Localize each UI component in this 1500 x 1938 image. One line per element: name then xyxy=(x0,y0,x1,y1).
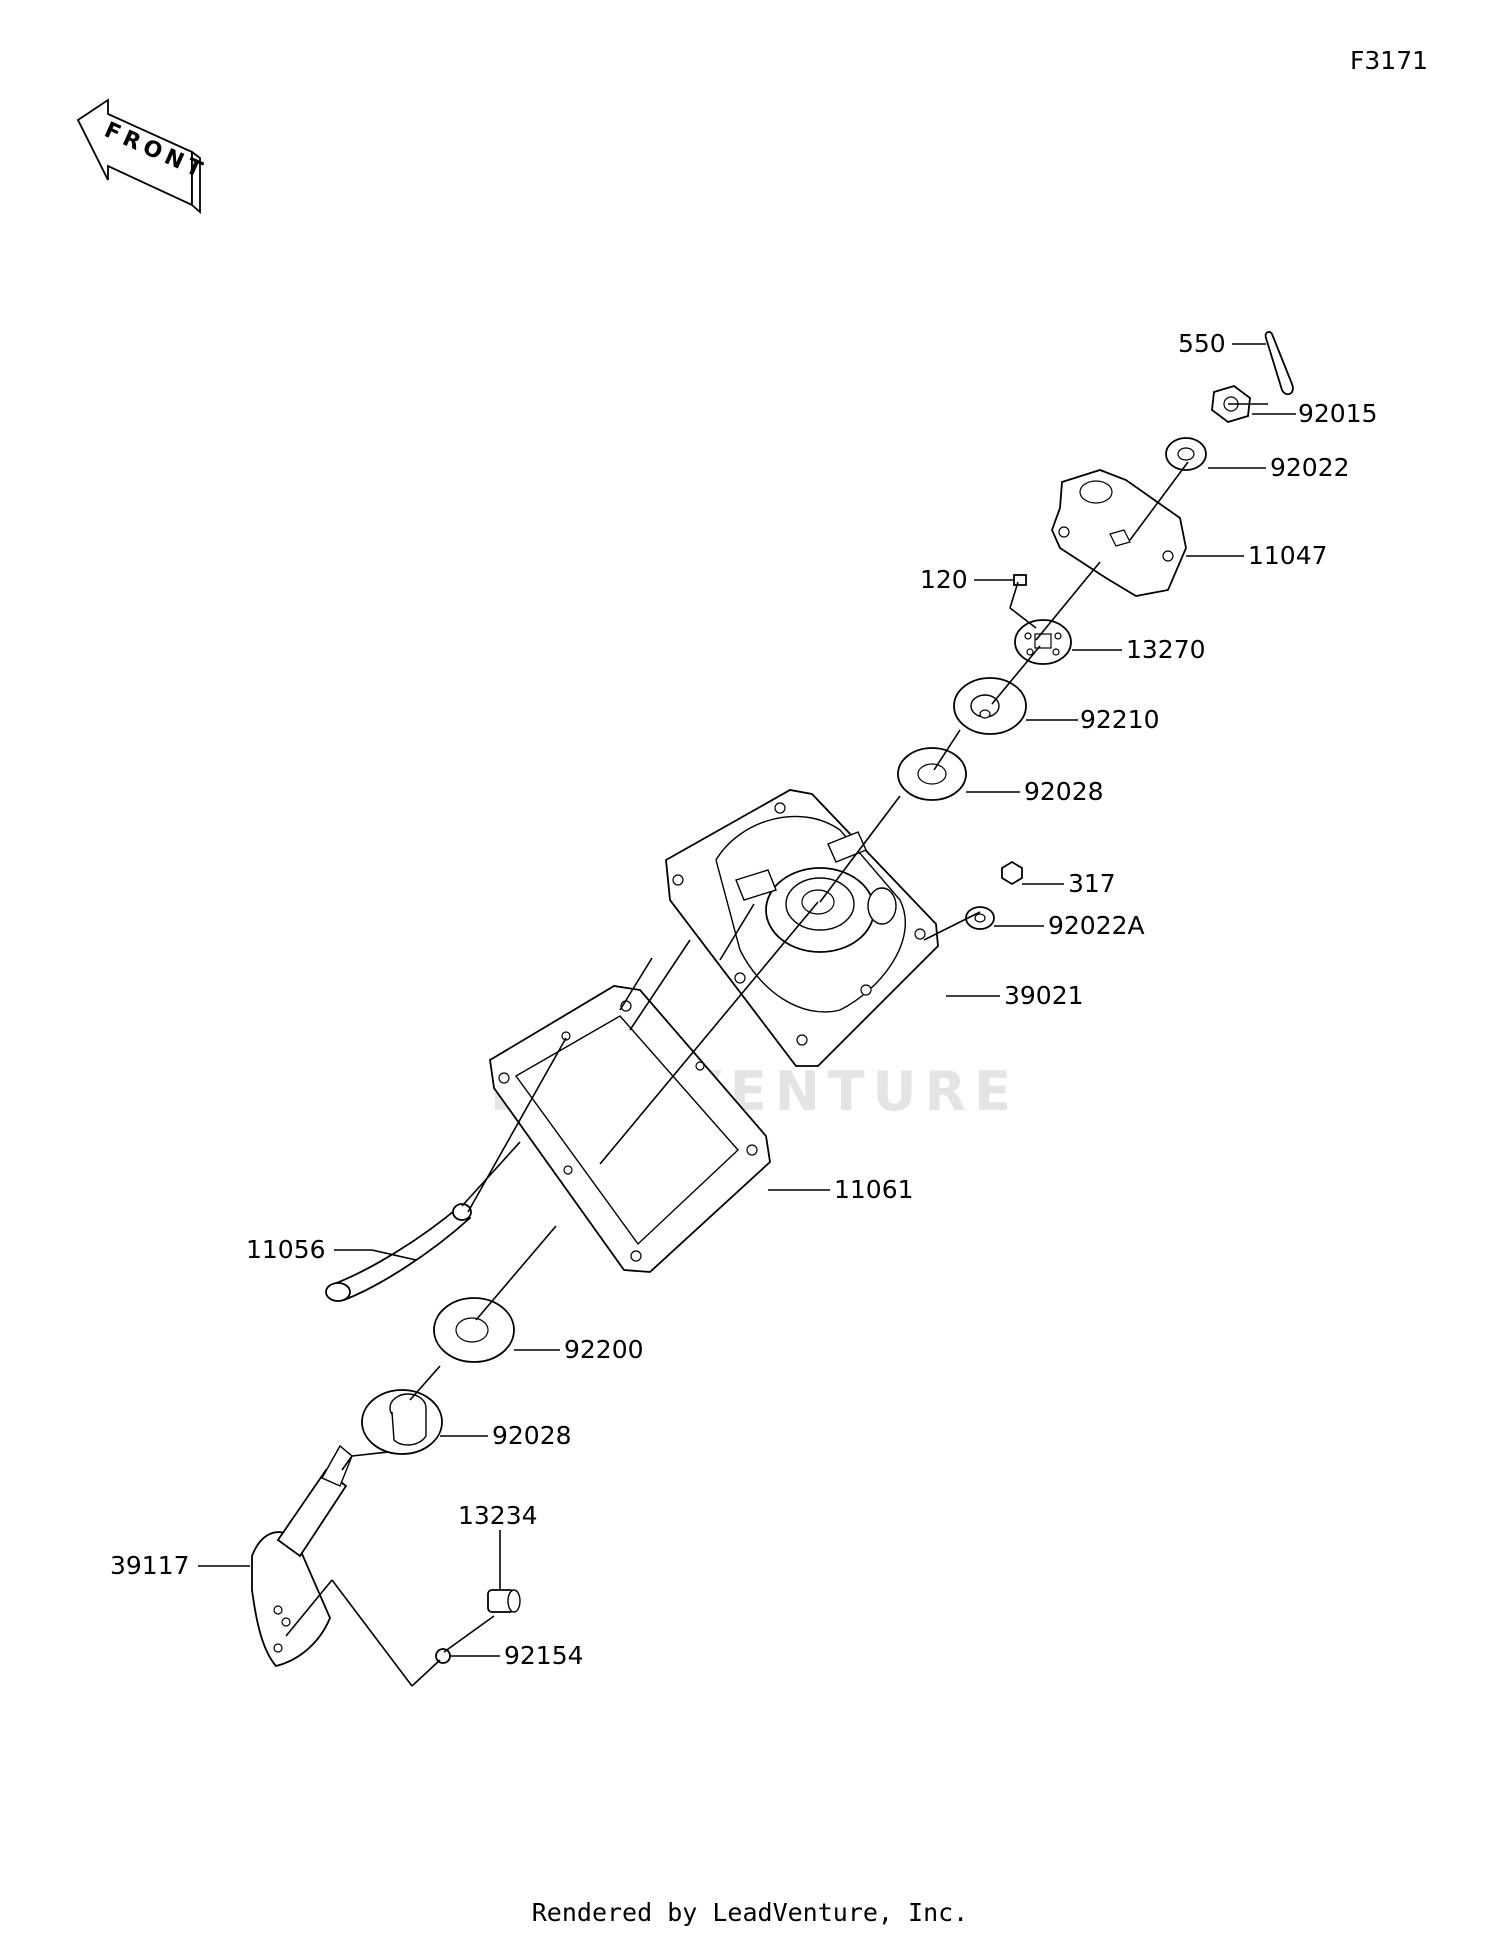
part-label-92022a: 92022A xyxy=(1048,911,1145,940)
washer-92022a xyxy=(965,906,995,930)
washer-92022 xyxy=(1165,437,1207,471)
bushing-13234 xyxy=(487,1589,521,1613)
collar-92210 xyxy=(953,677,1027,735)
nut-317 xyxy=(1001,860,1023,886)
part-label-92154: 92154 xyxy=(504,1641,584,1670)
part-label-92200: 92200 xyxy=(564,1335,644,1364)
part-label-317: 317 xyxy=(1068,869,1116,898)
part-label-550: 550 xyxy=(1178,329,1226,358)
part-label-92028-upper: 92028 xyxy=(1024,777,1104,806)
bolt-120 xyxy=(1013,574,1027,586)
part-label-39117: 39117 xyxy=(110,1551,190,1580)
part-label-11047: 11047 xyxy=(1248,541,1328,570)
part-label-120: 120 xyxy=(920,565,968,594)
bracket-11047 xyxy=(1051,469,1187,597)
label-leaders xyxy=(198,343,1296,1657)
figure-id: F3171 xyxy=(1350,46,1429,75)
cotter-pin-550 xyxy=(1264,331,1294,396)
part-label-92022: 92022 xyxy=(1270,453,1350,482)
part-label-11061: 11061 xyxy=(834,1175,914,1204)
assembly-lines xyxy=(285,403,1268,1687)
part-label-92028-lower: 92028 xyxy=(492,1421,572,1450)
part-label-92015: 92015 xyxy=(1298,399,1378,428)
part-label-13234: 13234 xyxy=(458,1501,538,1530)
washer-92200 xyxy=(433,1297,515,1363)
front-arrow-icon: FRONT xyxy=(76,98,210,214)
plate-13270 xyxy=(1014,619,1072,665)
part-label-11056: 11056 xyxy=(246,1235,326,1264)
housing-39021 xyxy=(665,789,939,1067)
shaft-arm-39117 xyxy=(251,1444,353,1668)
part-label-39021: 39021 xyxy=(1004,981,1084,1010)
part-label-92210: 92210 xyxy=(1080,705,1160,734)
strap-11056 xyxy=(325,1203,472,1302)
washer-92028-upper xyxy=(897,747,967,801)
part-label-13270: 13270 xyxy=(1126,635,1206,664)
footer-credit: Rendered by LeadVenture, Inc. xyxy=(531,1898,969,1927)
collar-92028-lower xyxy=(361,1389,443,1455)
